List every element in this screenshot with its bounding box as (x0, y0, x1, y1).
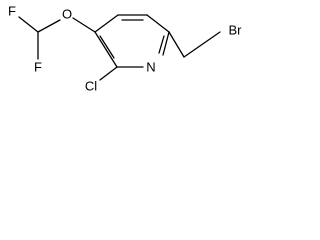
bond-f1-chf2 (18, 16, 39, 33)
bond-ch2-br (183, 31, 221, 58)
bond-c2-c3 (94, 31, 118, 68)
bond-c6-n (162, 31, 170, 56)
atom-label-fluorine-top: F (8, 4, 16, 19)
atom-label-oxygen: O (62, 7, 72, 22)
bond-c3-c4 (94, 14, 119, 33)
molecule-structure-diagram: F F O Cl N Br (8, 4, 243, 94)
bond-o-c3 (72, 17, 96, 33)
atom-label-nitrogen: N (146, 60, 155, 75)
bond-c2-cl (99, 66, 118, 81)
bond-c5-c6 (146, 14, 170, 33)
bond-c2-c3-inner (99, 35, 115, 59)
bond-chf2-o (37, 19, 61, 33)
atom-label-bromine: Br (229, 23, 243, 38)
bond-c6-n-inner (158, 35, 165, 54)
atom-label-chlorine: Cl (85, 79, 97, 94)
atom-label-fluorine-bottom: F (34, 60, 42, 75)
bond-c6-ch2 (168, 31, 185, 58)
